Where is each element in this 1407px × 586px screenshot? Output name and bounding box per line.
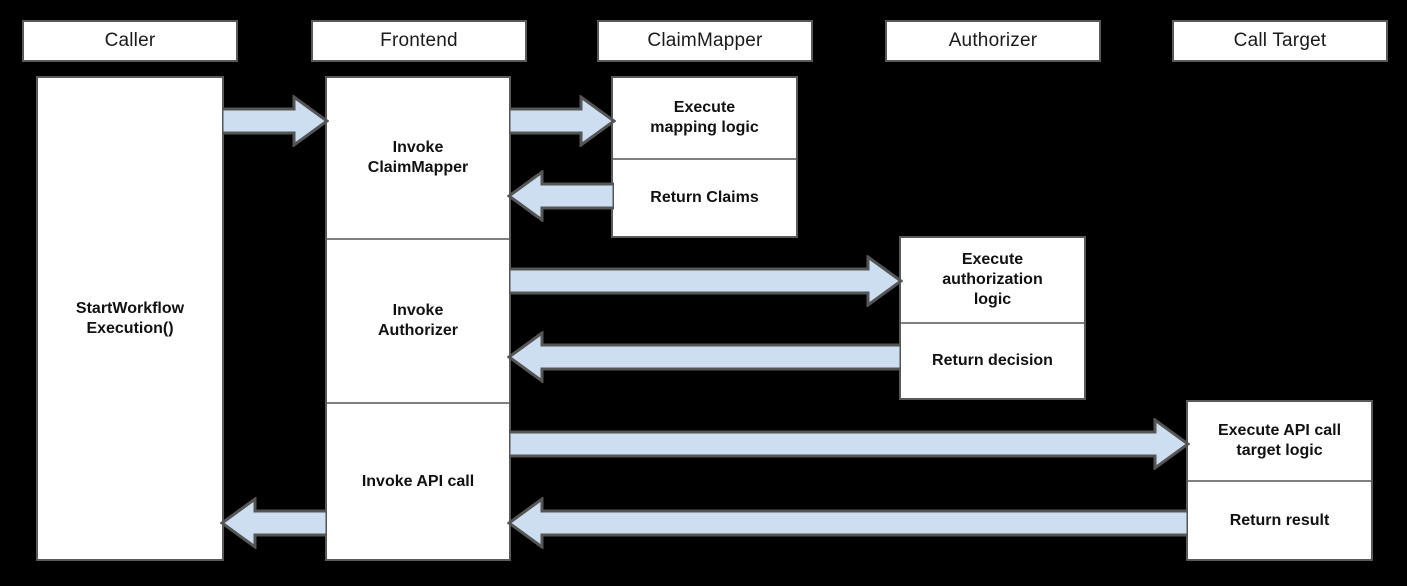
- message-arrow-frontend-to-claimmapper: [509, 95, 616, 147]
- lifeline-header-authorizer-label: Authorizer: [948, 30, 1038, 51]
- lifeline-header-claimmapper-label: ClaimMapper: [647, 30, 763, 51]
- lifeline-header-authorizer: Authorizer: [885, 20, 1101, 62]
- lifeline-header-frontend: Frontend: [311, 20, 527, 62]
- message-arrow-authorizer-to-frontend: [507, 331, 901, 383]
- lifeline-header-calltarget-label: Call Target: [1233, 30, 1327, 51]
- lifeline-header-frontend-label: Frontend: [380, 30, 458, 51]
- activation-segment-return-decision: Return decision: [901, 322, 1084, 398]
- message-arrow-caller-to-frontend: [222, 95, 329, 147]
- message-arrow-frontend-to-caller: [220, 497, 327, 549]
- activation-segment-return-claims: Return Claims: [613, 158, 796, 236]
- lifeline-header-caller-label: Caller: [104, 30, 156, 51]
- lifeline-header-claimmapper: ClaimMapper: [597, 20, 813, 62]
- activation-segment-invoke-api-call: Invoke API call: [327, 402, 509, 559]
- message-arrow-frontend-to-calltarget: [509, 418, 1190, 470]
- message-arrow-claimmapper-to-frontend: [507, 170, 614, 222]
- activation-segment-return-result: Return result: [1188, 480, 1371, 559]
- lifeline-header-calltarget: Call Target: [1172, 20, 1388, 62]
- message-arrow-calltarget-to-frontend: [507, 497, 1188, 549]
- lifeline-header-caller: Caller: [22, 20, 238, 62]
- message-arrow-frontend-to-authorizer: [509, 255, 903, 307]
